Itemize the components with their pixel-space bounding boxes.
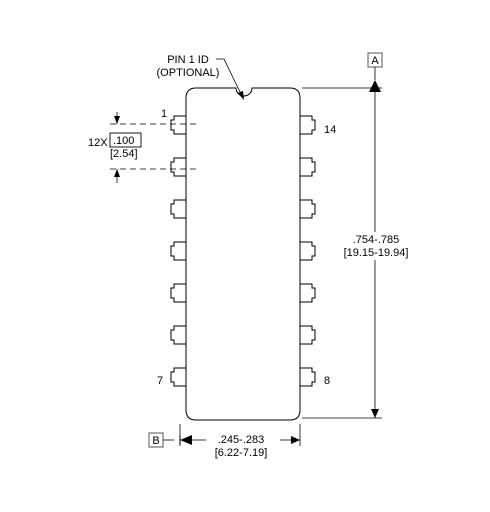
length-inch-value: .754-.785 xyxy=(353,234,399,246)
pitch-dimension: 12X .100 [2.54] xyxy=(88,112,198,183)
width-dimension: .245-.283 [6.22-7.19] xyxy=(179,424,301,459)
right-lead-10 xyxy=(300,283,316,303)
width-arrow-left xyxy=(180,435,192,445)
package-body xyxy=(185,87,301,421)
length-arrow-bottom xyxy=(371,409,379,418)
pin-8-label: 8 xyxy=(324,375,330,387)
pin1-id-leader-arrow xyxy=(237,91,244,100)
pin1-id-label: PIN 1 ID xyxy=(167,54,209,66)
pin1-id-callout: PIN 1 ID (OPTIONAL) xyxy=(157,54,244,100)
length-dimension: .754-.785 [19.15-19.94] xyxy=(302,80,416,419)
pin1-id-optional-label: (OPTIONAL) xyxy=(157,67,220,79)
left-lead-1 xyxy=(170,115,186,135)
length-arrow-top xyxy=(369,80,381,92)
width-inch-value: .245-.283 xyxy=(218,434,264,446)
datum-a-label: A xyxy=(371,55,379,67)
pitch-inch-value: .100 xyxy=(113,135,134,147)
width-arrow-right xyxy=(291,436,300,444)
pin-14-label: 14 xyxy=(324,124,336,136)
length-mm-value: [19.15-19.94] xyxy=(344,247,409,259)
right-lead-14 xyxy=(300,115,316,135)
left-lead-group xyxy=(170,115,186,387)
datum-b-label: B xyxy=(152,435,159,447)
right-lead-group xyxy=(300,115,316,387)
right-lead-13 xyxy=(300,157,316,177)
pitch-mm-value: [2.54] xyxy=(110,148,138,160)
pitch-basic-box xyxy=(109,132,142,148)
right-lead-12 xyxy=(300,199,316,219)
pin-1-label: 1 xyxy=(161,108,167,120)
left-lead-2 xyxy=(170,157,186,177)
right-lead-11 xyxy=(300,241,316,261)
right-lead-9 xyxy=(300,325,316,345)
pitch-count-label: 12X xyxy=(88,137,108,149)
length-label-mask xyxy=(336,232,416,260)
pitch-arrow-lower xyxy=(114,169,120,177)
width-mm-value: [6.22-7.19] xyxy=(215,447,268,459)
left-lead-3 xyxy=(170,199,186,219)
left-lead-7 xyxy=(170,367,186,387)
left-lead-5 xyxy=(170,283,186,303)
pitch-arrow-upper xyxy=(114,116,120,124)
right-lead-8 xyxy=(300,367,316,387)
pin1-id-leader xyxy=(216,58,242,95)
left-lead-6 xyxy=(170,325,186,345)
left-lead-4 xyxy=(170,241,186,261)
pin-7-label: 7 xyxy=(157,375,163,387)
datum-b-marker: B xyxy=(148,432,181,448)
